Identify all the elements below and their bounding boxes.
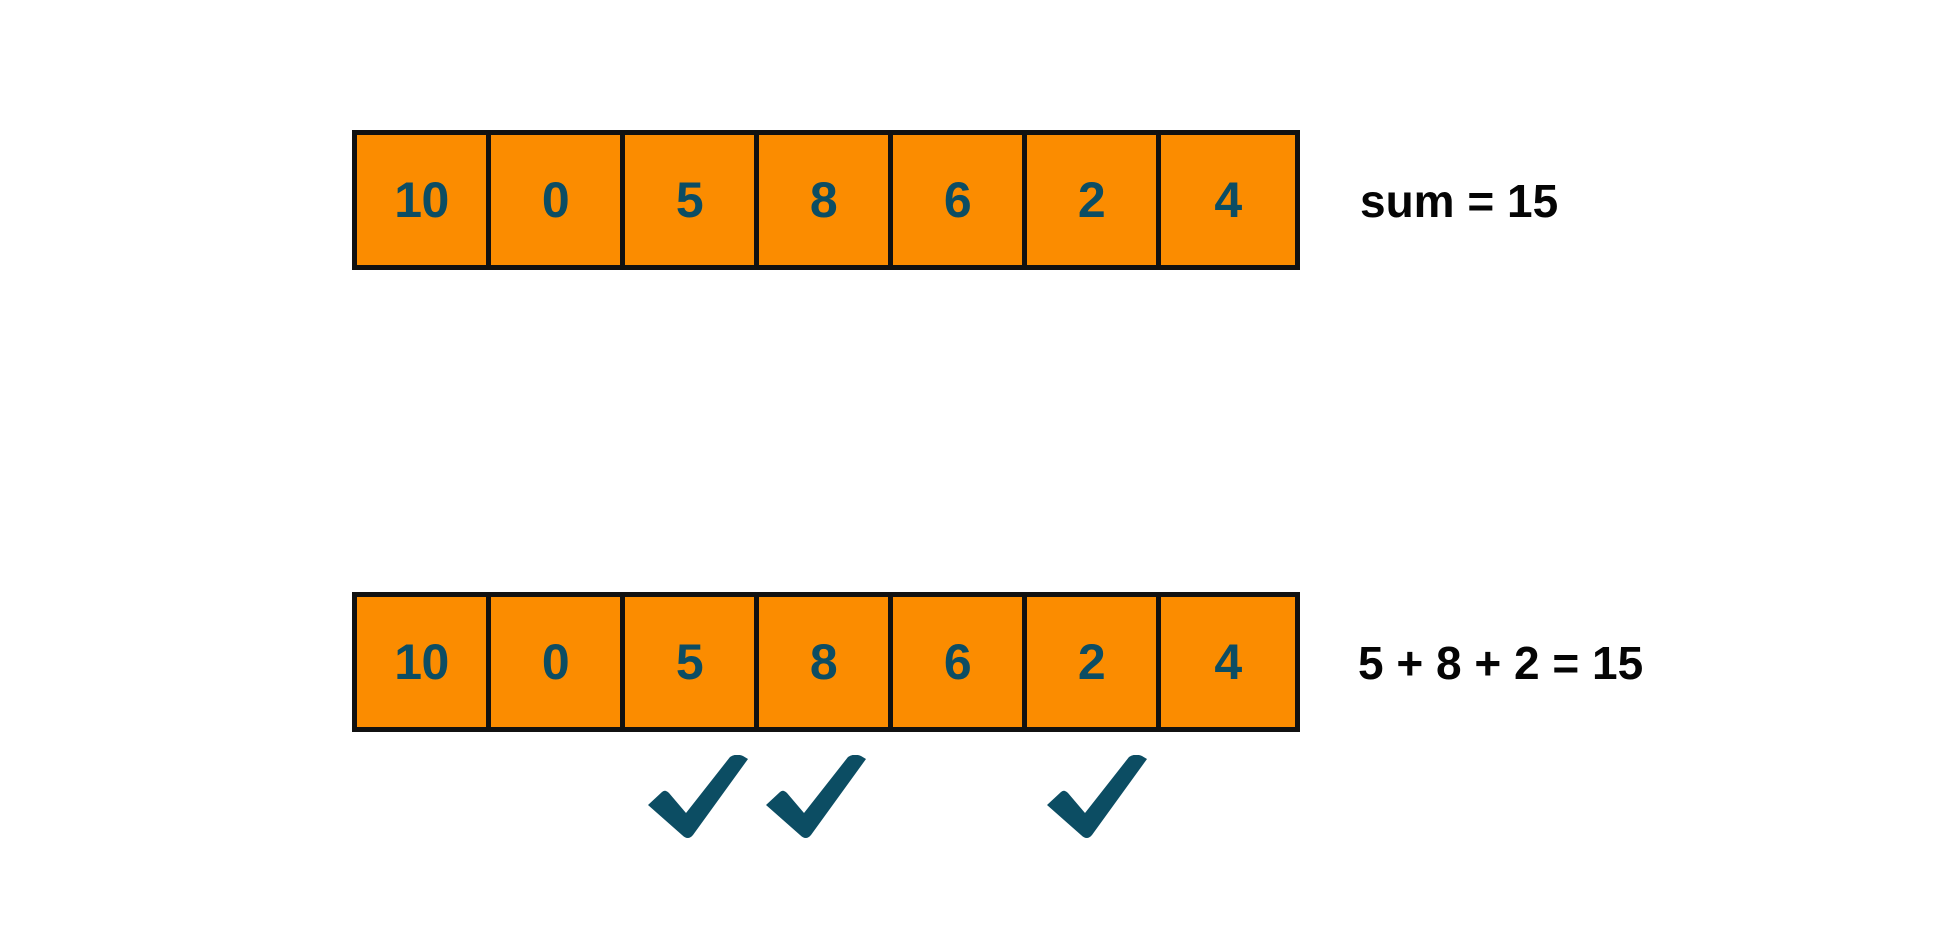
array-cell-value: 10 [394, 634, 449, 690]
array-cell-value: 2 [1077, 172, 1106, 228]
check-icon-index-2 [646, 755, 750, 839]
array-cell[interactable]: 6 [893, 597, 1027, 727]
array-box-top: 10 0 5 8 6 2 4 [352, 130, 1300, 270]
check-mark-layer [352, 745, 1292, 855]
array-cell-value: 8 [809, 634, 838, 690]
array-cell[interactable]: 6 [893, 135, 1027, 265]
array-cell[interactable]: 5 [625, 135, 759, 265]
array-cell[interactable]: 8 [759, 135, 893, 265]
array-cell[interactable]: 8 [759, 597, 893, 727]
array-cell[interactable]: 4 [1161, 597, 1295, 727]
array-cell-value: 2 [1077, 634, 1106, 690]
array-cell-value: 5 [675, 172, 704, 228]
array-cell-value: 4 [1214, 172, 1242, 228]
array-cell-value: 10 [394, 172, 449, 228]
array-cell[interactable]: 0 [491, 135, 625, 265]
array-cell-value: 5 [675, 634, 704, 690]
array-cell[interactable]: 0 [491, 597, 625, 727]
array-box-bottom: 10 0 5 8 6 2 4 [352, 592, 1300, 732]
array-cell-value: 6 [943, 634, 972, 690]
array-cell[interactable]: 5 [625, 597, 759, 727]
array-cell[interactable]: 10 [357, 597, 491, 727]
array-cell[interactable]: 2 [1027, 597, 1161, 727]
sum-label-bottom: 5 + 8 + 2 = 15 [1358, 637, 1644, 689]
check-icon-index-3 [764, 755, 868, 839]
array-cell-value: 4 [1214, 634, 1242, 690]
array-cell-value: 8 [809, 172, 838, 228]
sum-label-top: sum = 15 [1360, 175, 1559, 227]
array-row-top: 10 0 5 8 6 2 4 [352, 130, 1300, 270]
array-cell-value: 0 [541, 634, 570, 690]
array-cell[interactable]: 4 [1161, 135, 1295, 265]
array-cell[interactable]: 10 [357, 135, 491, 265]
array-cell-value: 0 [541, 172, 570, 228]
array-cell[interactable]: 2 [1027, 135, 1161, 265]
array-row-bottom: 10 0 5 8 6 2 4 [352, 592, 1300, 732]
array-cell-value: 6 [943, 172, 972, 228]
check-icon-index-5 [1045, 755, 1149, 839]
